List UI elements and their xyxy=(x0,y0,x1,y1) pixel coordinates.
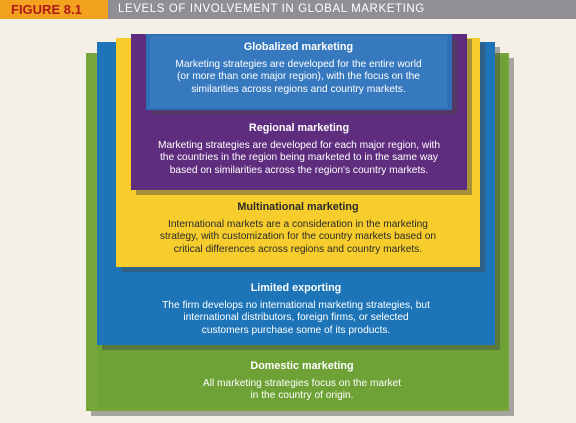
level-limited-exporting-desc-line: customers purchase some of its products. xyxy=(201,324,391,336)
level-multinational-desc-line: International markets are a consideratio… xyxy=(168,218,428,230)
figure-number-label: FIGURE 8.1 xyxy=(0,0,108,19)
level-regional-desc-line: the countries in the region being market… xyxy=(159,152,439,164)
level-regional-desc-line: Marketing strategies are developed for e… xyxy=(157,139,440,151)
level-limited-exporting-desc-line: The firm develops no international marke… xyxy=(162,299,430,311)
level-globalized-title: Globalized marketing xyxy=(243,41,354,53)
level-multinational-title: Multinational marketing xyxy=(237,201,359,213)
level-multinational-text: Multinational marketing International ma… xyxy=(116,201,480,256)
figure-header: FIGURE 8.1 LEVELS OF INVOLVEMENT IN GLOB… xyxy=(0,0,576,19)
level-limited-exporting-desc-line: international distributors, foreign firm… xyxy=(183,312,409,324)
level-domestic-text: Domestic marketing All marketing strateg… xyxy=(97,360,507,403)
level-multinational-desc-line: strategy, with customization for the cou… xyxy=(159,231,437,243)
level-domestic-title: Domestic marketing xyxy=(250,360,354,372)
level-globalized-desc-line: (or more than one major region), with th… xyxy=(177,71,420,83)
level-limited-exporting-title: Limited exporting xyxy=(250,282,342,294)
level-regional-desc-line: based on similarities across the region'… xyxy=(169,164,429,176)
level-limited-exporting-text: Limited exporting The firm develops no i… xyxy=(97,282,495,337)
level-globalized-inner xyxy=(150,36,447,108)
level-globalized-desc-line: similarities across regions and country … xyxy=(191,83,406,95)
level-multinational-desc-line: critical differences across regions and … xyxy=(173,243,423,255)
level-domestic-desc-line: All marketing strategies focus on the ma… xyxy=(202,377,402,389)
level-regional-title: Regional marketing xyxy=(248,122,350,134)
level-regional-text: Regional marketing Marketing strategies … xyxy=(131,122,467,177)
level-globalized-desc-line: Marketing strategies are developed for t… xyxy=(175,58,422,70)
level-domestic-desc-line: in the country of origin. xyxy=(250,390,354,402)
level-globalized-text: Globalized marketing Marketing strategie… xyxy=(150,41,447,96)
figure-title: LEVELS OF INVOLVEMENT IN GLOBAL MARKETIN… xyxy=(118,3,425,15)
